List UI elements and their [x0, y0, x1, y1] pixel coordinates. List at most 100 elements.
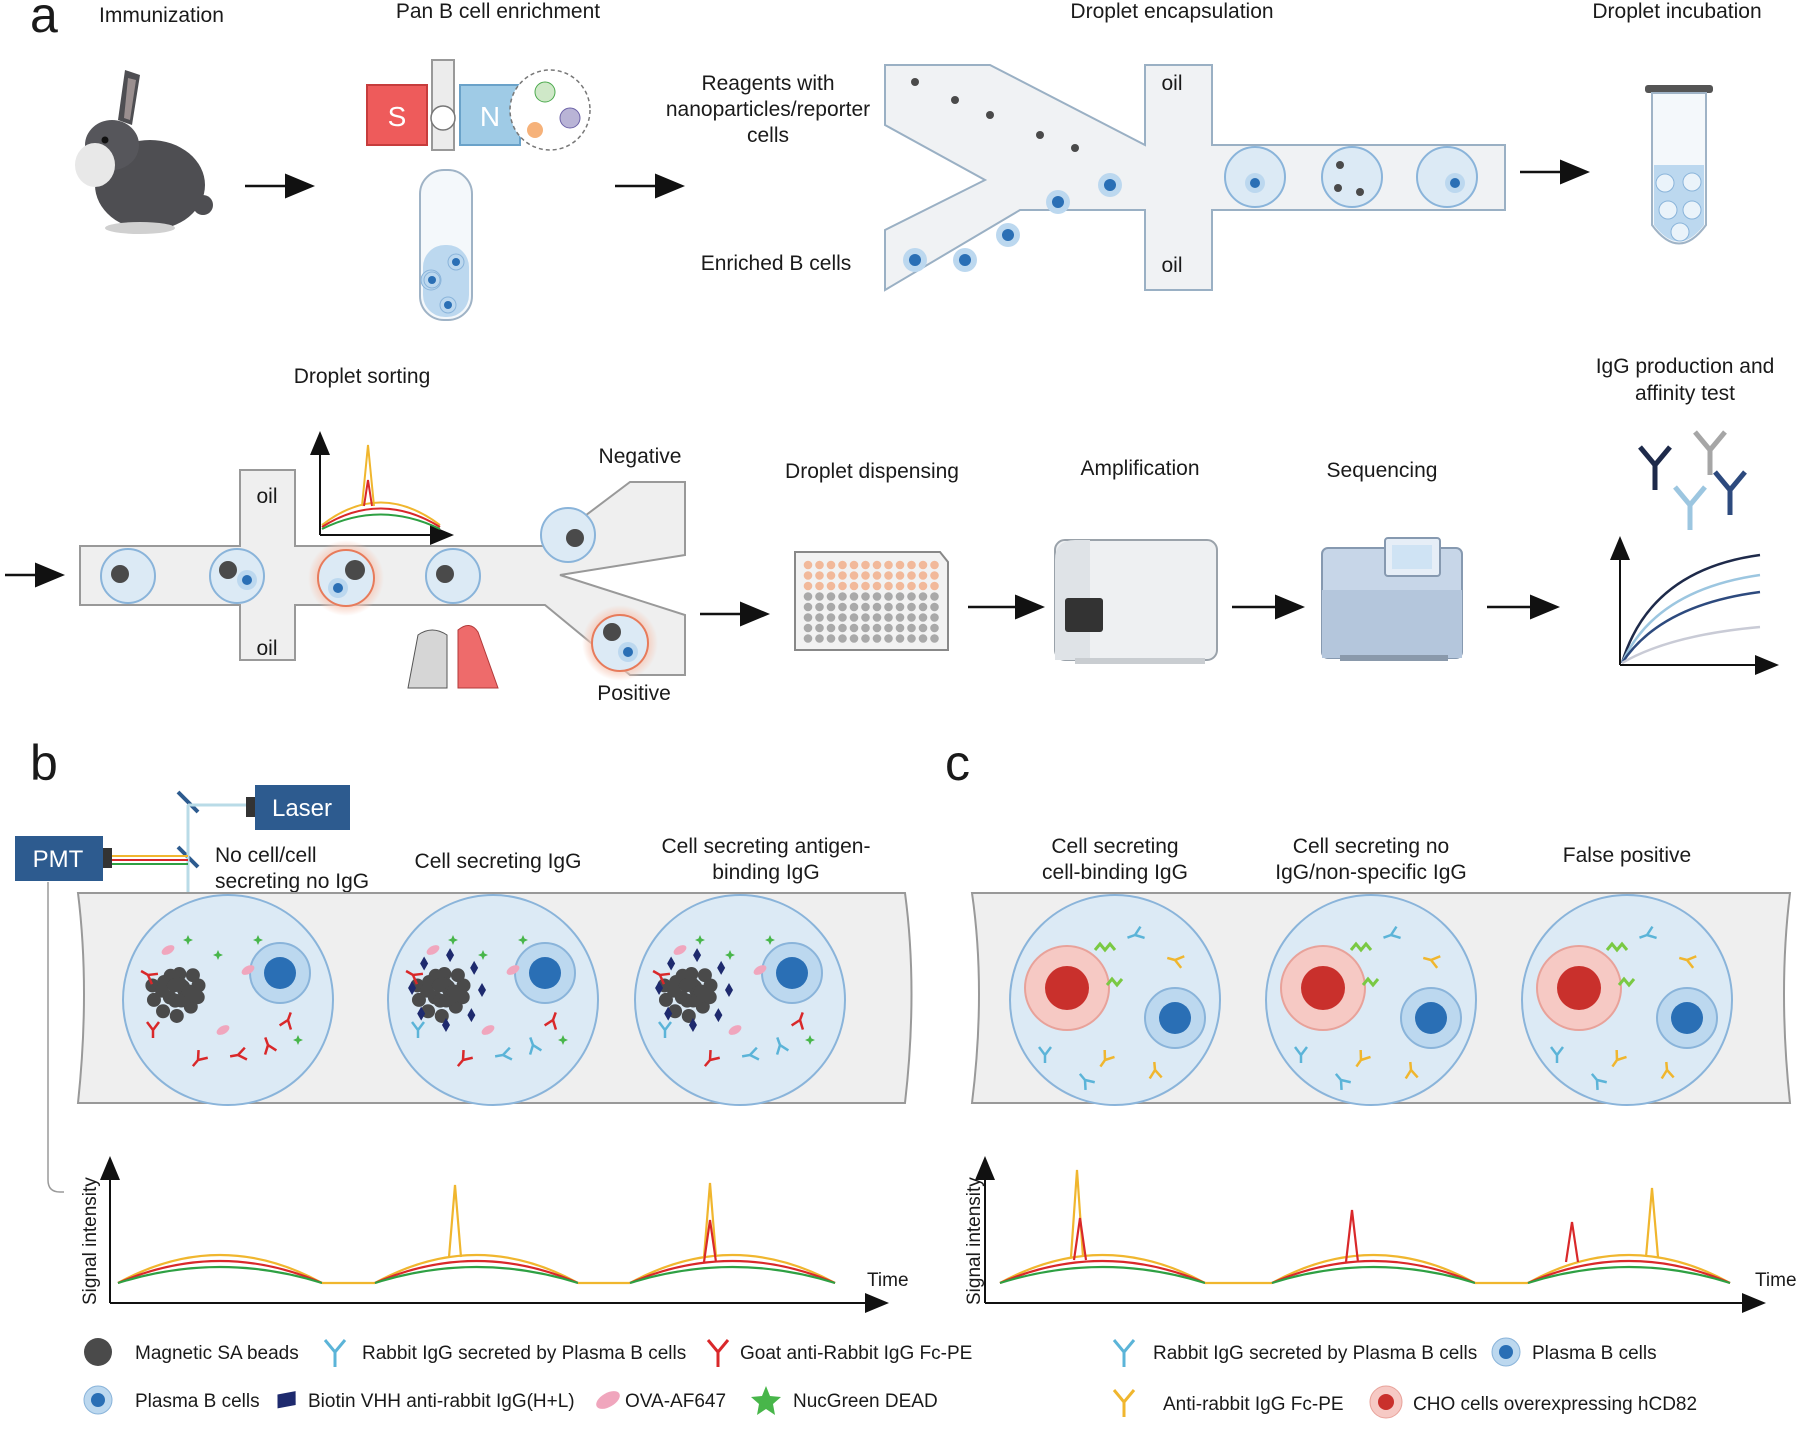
plate-well — [849, 560, 859, 570]
droplet-c1-line1: Cell secreting — [1051, 835, 1178, 858]
plate-well — [872, 571, 882, 580]
step-amplification: Amplification — [1080, 457, 1199, 480]
plate-well — [849, 602, 859, 612]
droplet-c1 — [1009, 894, 1221, 1106]
plate-well — [861, 613, 870, 622]
plate-well — [849, 571, 859, 580]
plate-well — [815, 581, 824, 591]
step-sequencing: Sequencing — [1327, 459, 1438, 482]
pmt-box: PMT — [15, 836, 112, 881]
legend-bead-icon — [84, 1338, 112, 1366]
plate-well — [872, 613, 882, 622]
legend-c-anti-rabbit-icon — [1112, 1389, 1136, 1417]
incubation-tube-icon — [1645, 85, 1713, 245]
plate-well — [826, 581, 836, 591]
plate-well — [803, 613, 813, 622]
plate-well — [803, 634, 813, 643]
antibody-icons — [1638, 430, 1747, 530]
signal-trace — [117, 1265, 323, 1285]
ylabel-b: Signal intensity — [80, 1177, 101, 1305]
step-dispensing: Droplet dispensing — [785, 460, 959, 483]
signal-trace — [1527, 1265, 1731, 1285]
plate-well — [803, 623, 813, 633]
plate-well — [930, 581, 939, 591]
plate-well — [895, 602, 905, 612]
droplet-b1-line2: secreting no IgG — [215, 870, 369, 893]
legend-b-2: Goat anti-Rabbit IgG Fc-PE — [740, 1343, 972, 1364]
plate-well — [838, 571, 847, 580]
affinity-plot — [1610, 536, 1779, 675]
oil-sort-bottom: oil — [256, 637, 277, 660]
plate-well — [861, 634, 870, 643]
xlabel-c: Time — [1755, 1270, 1797, 1291]
signal-trace — [999, 1254, 1206, 1284]
plate-well — [803, 592, 813, 601]
signal-plot-b: Signal intensity Time — [80, 1156, 909, 1313]
signal-spike — [1344, 1209, 1360, 1263]
plate-well — [872, 592, 882, 601]
enriched-label: Enriched B cells — [701, 252, 852, 275]
plate-well — [803, 571, 813, 580]
droplet-b2-line1: Cell secreting IgG — [415, 850, 582, 873]
legend-c-2: Anti-rabbit IgG Fc-PE — [1163, 1394, 1344, 1415]
legend-b-3: Plasma B cells — [135, 1391, 260, 1412]
droplet-b1 — [122, 894, 334, 1106]
ylabel-c: Signal intensity — [964, 1177, 985, 1305]
plate-well — [815, 560, 824, 570]
plate-well — [895, 634, 905, 643]
laser-box: Laser — [246, 785, 350, 830]
plate-well — [849, 623, 859, 633]
encapsulation-chip: oil oil — [884, 64, 1506, 292]
signal-trace — [629, 1259, 836, 1285]
signal-trace — [1271, 1254, 1476, 1284]
plate-well — [849, 592, 859, 601]
magnet-separator: S N — [366, 59, 591, 321]
plate-well — [861, 592, 870, 601]
droplet-c3-line1: False positive — [1563, 844, 1691, 867]
signal-trace — [999, 1259, 1206, 1285]
plate-well — [838, 634, 847, 643]
plate-well — [895, 592, 905, 601]
droplet-c1-line2: cell-binding IgG — [1042, 861, 1188, 884]
droplet-b2 — [387, 894, 599, 1106]
plate-well — [930, 592, 939, 601]
plate-well — [930, 560, 939, 570]
oil-top-label: oil — [1161, 72, 1182, 95]
signal-trace — [374, 1265, 579, 1285]
plate-well — [803, 560, 813, 570]
plate-well — [849, 613, 859, 622]
legend-vhh-icon — [277, 1391, 296, 1409]
plate-well — [872, 560, 882, 570]
plate-well — [815, 613, 824, 622]
legend-b-4: Biotin VHH anti-rabbit IgG(H+L) — [308, 1391, 575, 1412]
plate-well — [826, 613, 836, 622]
plate-well — [815, 634, 824, 643]
oil-sort-top: oil — [256, 485, 277, 508]
plate-well — [907, 560, 916, 570]
plate-well — [884, 571, 893, 580]
droplet-b1-line1: No cell/cell — [215, 844, 317, 867]
plate-well — [838, 602, 847, 612]
plate-well — [872, 623, 882, 633]
sequencer-icon — [1321, 537, 1463, 661]
plate-well — [930, 634, 939, 643]
plate-well — [918, 623, 928, 633]
laser-label: Laser — [272, 795, 332, 822]
plate-well — [907, 613, 916, 622]
signal-plot-c: Signal intensity Time — [964, 1156, 1797, 1313]
droplet-c2 — [1265, 894, 1477, 1106]
legend-ova-icon — [596, 1391, 620, 1409]
legend-c-1: Plasma B cells — [1532, 1343, 1657, 1364]
signal-spike — [702, 1219, 718, 1263]
step-incubation: Droplet incubation — [1592, 0, 1761, 23]
rabbit-icon — [75, 70, 213, 234]
legend-c-3: CHO cells overexpressing hCD82 — [1413, 1394, 1697, 1415]
step-sorting: Droplet sorting — [294, 365, 431, 388]
legend-b-6: NucGreen DEAD — [793, 1391, 938, 1412]
plate-well — [815, 592, 824, 601]
step-enrichment: Pan B cell enrichment — [396, 0, 600, 23]
signal-spike — [1644, 1187, 1660, 1258]
plate-well — [907, 592, 916, 601]
plate-well — [930, 623, 939, 633]
plate-well — [907, 634, 916, 643]
